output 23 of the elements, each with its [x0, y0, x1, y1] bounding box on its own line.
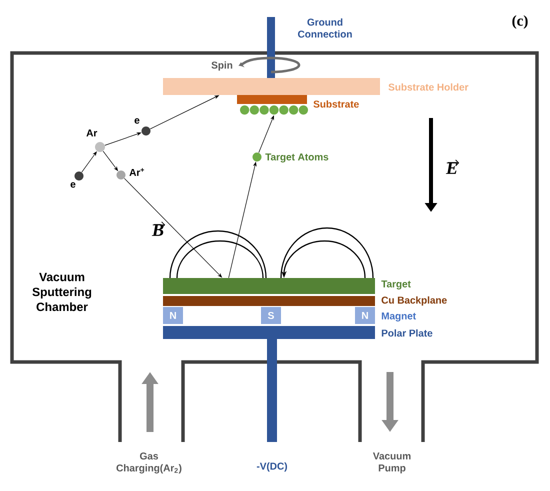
ground-label: Ground Connection	[298, 18, 352, 38]
magnet-block: N	[163, 307, 183, 324]
magnet-block: N	[355, 307, 375, 324]
magnet-label: Magnet	[382, 312, 416, 322]
magnet-block: S	[261, 307, 281, 324]
deposited-atoms	[240, 105, 308, 115]
node-label: Polar Plate	[382, 329, 432, 337]
vector-label: E	[446, 160, 460, 174]
node-label: e	[70, 182, 76, 188]
gas-inlet-label: Gas Charging(Ar$_{2}$)	[116, 452, 182, 474]
node-label: Ar	[86, 130, 98, 136]
node-label: Target	[381, 280, 411, 290]
node-label: Ar$^{+}$	[129, 168, 144, 176]
node-label: Substrate	[313, 100, 359, 108]
pump-label: Vacuum Pump	[372, 452, 410, 474]
spin-label: Spin	[212, 61, 232, 71]
voltage-label: -V(DC)	[256, 462, 287, 472]
node-label: Substrate Holder	[388, 83, 468, 91]
node-label: Target Atoms	[265, 154, 328, 162]
node-label: Cu Backplane	[382, 296, 447, 306]
node-label: e	[134, 118, 140, 124]
chamber-label: Vacuum Sputtering Chamber	[32, 272, 92, 312]
panel-label: (c)	[512, 15, 528, 29]
